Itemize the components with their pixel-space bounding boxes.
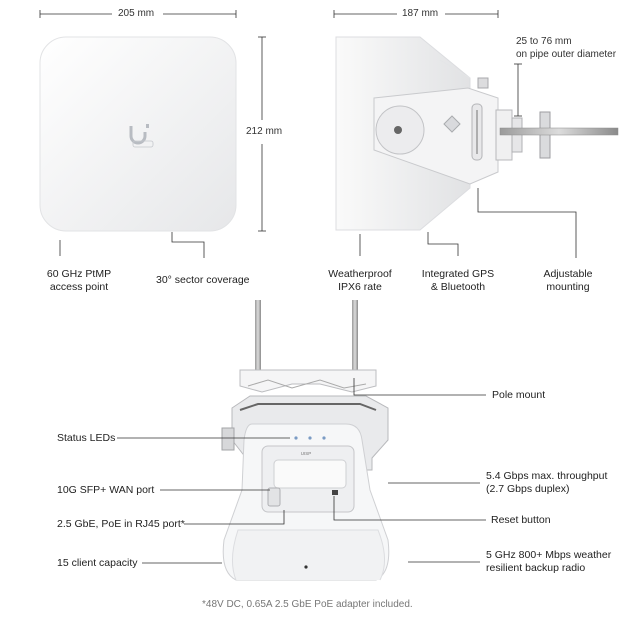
front-dimension-lines [39, 10, 266, 232]
ubiquiti-logo [129, 124, 154, 148]
label-backup-line2: resilient backup radio [486, 562, 586, 574]
label-ptmp-line1: 60 GHz PtMP [46, 268, 112, 280]
label-mounting: Adjustable mounting [530, 268, 606, 294]
bottom-callout-lines [117, 378, 486, 564]
side-view-device [335, 36, 619, 231]
side-dimension-lines [333, 10, 522, 117]
label-weather-line2: IPX6 rate [338, 281, 382, 293]
label-throughput-line2: (2.7 Gbps duplex) [486, 483, 570, 495]
label-mounting-line1: Adjustable [543, 268, 593, 280]
label-clients: 15 client capacity [57, 557, 138, 569]
depth-dimension: 187 mm [402, 8, 439, 19]
device-logo-text: UISP [301, 451, 312, 456]
label-gps-line2: & Bluetooth [430, 281, 486, 293]
width-dimension: 205 mm [118, 8, 155, 19]
label-backup-radio: 5 GHz 800+ Mbps weather resilient backup… [486, 549, 611, 575]
label-gps-line1: Integrated GPS [421, 268, 495, 280]
label-status-leds: Status LEDs [57, 432, 116, 444]
label-weather-line1: Weatherproof [328, 268, 392, 280]
label-ptmp-line2: access point [49, 281, 109, 293]
rear-view-device [221, 300, 390, 581]
label-gps: Integrated GPS & Bluetooth [416, 268, 500, 294]
pipe-range: 25 to 76 mm [516, 36, 572, 47]
label-backup-line1: 5 GHz 800+ Mbps weather [486, 549, 612, 561]
label-pole-mount: Pole mount [492, 389, 546, 401]
label-weather: Weatherproof IPX6 rate [320, 268, 400, 294]
footnote: *48V DC, 0.65A 2.5 GbE PoE adapter inclu… [202, 599, 413, 610]
label-poe: 2.5 GbE, PoE in RJ45 port* [57, 518, 185, 530]
label-throughput: 5.4 Gbps max. throughput (2.7 Gbps duple… [486, 470, 607, 496]
label-sfp: 10G SFP+ WAN port [57, 484, 155, 496]
pipe-range-sub: on pipe outer diameter [516, 49, 617, 60]
label-ptmp: 60 GHz PtMP access point [36, 268, 122, 294]
height-dimension: 212 mm [246, 126, 283, 137]
top-callout-lines [59, 188, 577, 258]
label-sector: 30° sector coverage [156, 274, 250, 286]
label-reset: Reset button [491, 514, 551, 526]
label-mounting-line2: mounting [546, 281, 590, 293]
front-view-device [39, 36, 237, 232]
label-throughput-line1: 5.4 Gbps max. throughput [486, 470, 608, 482]
